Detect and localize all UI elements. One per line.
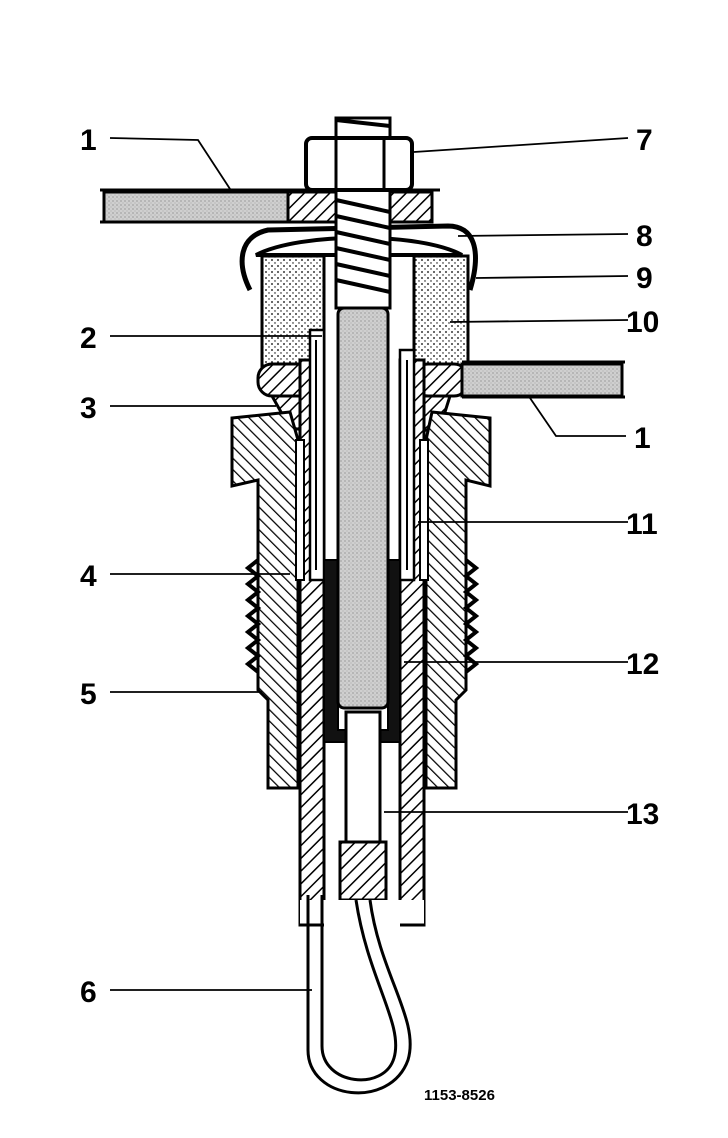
callout-9: 9 — [636, 262, 653, 295]
callout-1-lower: 1 — [634, 422, 651, 455]
callout-1-upper: 1 — [80, 124, 97, 157]
leader-lines — [109, 137, 629, 991]
hex-nut — [304, 136, 414, 192]
callout-10: 10 — [626, 306, 659, 339]
callout-5: 5 — [80, 678, 97, 711]
figure-code: 1153-8526 — [424, 1087, 495, 1104]
heating-coil — [306, 895, 412, 1095]
plug-body — [230, 410, 492, 790]
callout-12: 12 — [626, 648, 659, 681]
callout-labels: 1 2 3 4 5 6 7 8 9 10 1 11 12 13 — [80, 124, 659, 1009]
insulator-left — [260, 254, 326, 368]
callout-8: 8 — [636, 220, 653, 253]
callout-13: 13 — [626, 798, 659, 831]
callout-3: 3 — [80, 392, 97, 425]
callout-6: 6 — [80, 976, 97, 1009]
insulator-right — [412, 254, 470, 368]
callout-4: 4 — [80, 560, 97, 593]
callout-2: 2 — [80, 322, 97, 355]
center-electrode — [336, 306, 390, 902]
callout-11: 11 — [626, 508, 658, 541]
callout-7: 7 — [636, 124, 653, 157]
lower-bus-bar — [460, 360, 625, 399]
